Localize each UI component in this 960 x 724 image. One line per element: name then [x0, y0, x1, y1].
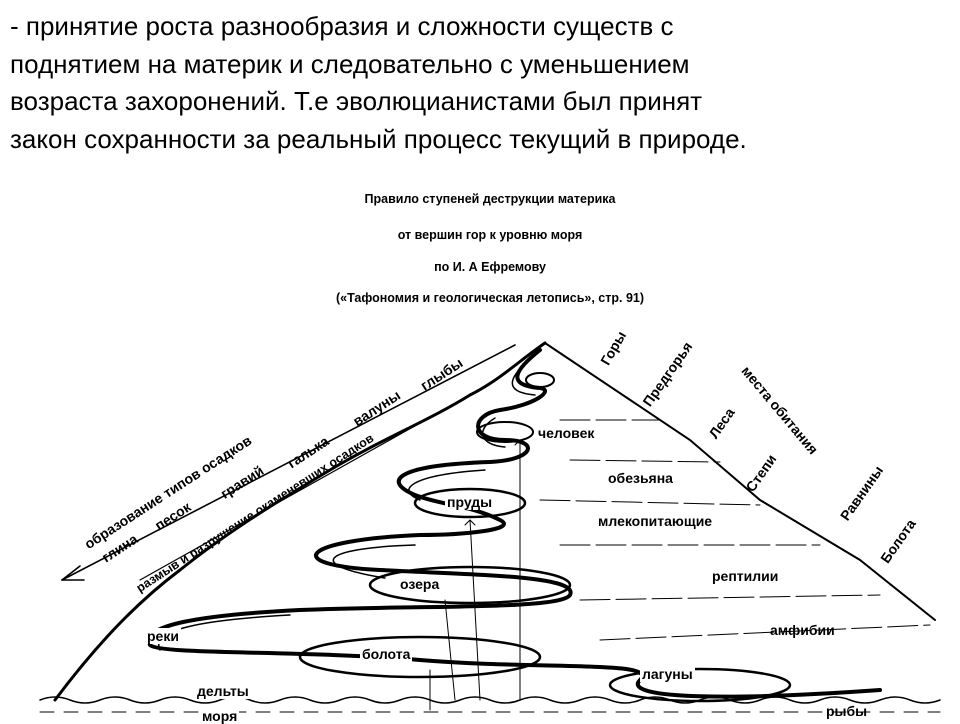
evolution-arrows [429, 439, 526, 711]
lagoons-pool [608, 667, 792, 703]
slide-paragraph: - принятие роста разнообразия и сложност… [10, 8, 955, 158]
diagram-title: Правило ступеней деструкции материка [364, 192, 616, 206]
water-swamps: болота [360, 646, 413, 662]
water-seas: моря [200, 708, 240, 724]
river [146, 348, 882, 699]
water-rivers: реки [145, 628, 181, 644]
paragraph-line: поднятием на материк и следовательно с у… [10, 48, 690, 79]
organism-reptiles: рептилии [712, 568, 779, 584]
ponds-pool [413, 487, 527, 519]
organism-ape: обезьяна [608, 470, 673, 486]
water-lagoons: лагуны [640, 666, 695, 682]
paragraph-line: - принятие роста разнообразия и сложност… [10, 11, 674, 41]
swamps-pool [298, 635, 542, 679]
organism-human: человек [538, 425, 595, 441]
diagram-subtitle: от вершин гор к уровню моря [397, 228, 583, 242]
mountain-left-slope [53, 341, 547, 702]
water-lakes: озера [398, 576, 442, 592]
paragraph-line: возраста захоронений. Т.е эволюцианистам… [10, 86, 703, 116]
diagram-source: («Тафономия и геологическая летопись», с… [335, 291, 645, 305]
organism-mammals: млекопитающие [598, 513, 713, 529]
sediment-arrowhead [61, 565, 85, 581]
erosion-line [139, 394, 471, 581]
paragraph-line: закон сохранности за реальный процесс те… [10, 123, 747, 154]
organism-amphibians: амфибии [770, 622, 835, 638]
mountain-right-slope [544, 342, 936, 621]
organism-fish: рыбы [826, 703, 868, 719]
strata-lines [539, 419, 931, 641]
sea-surface [39, 696, 941, 704]
diagram-author: по И. А Ефремову [434, 260, 546, 274]
water-deltas: дельты [195, 683, 251, 699]
water-ponds: пруды [445, 494, 495, 510]
lakes-pool [368, 565, 572, 605]
sediment-arrow [61, 344, 516, 581]
